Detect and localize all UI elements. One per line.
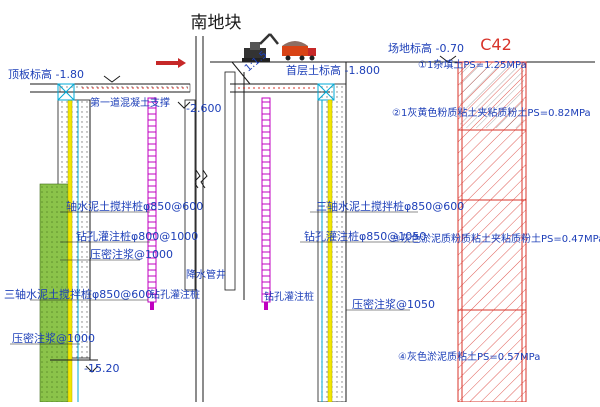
left-waler-box	[57, 83, 75, 101]
label-first-support: 第一道混凝土支撑	[90, 96, 170, 109]
label-left-grouting-2: 压密注浆@1000	[12, 331, 95, 345]
excavator-icon	[242, 33, 279, 62]
soil-layer-label: ④灰色淤泥质粘土PS=0.57MPa	[398, 350, 540, 363]
label-precip-well: 降水管井	[186, 268, 226, 281]
arrow-head	[178, 58, 186, 68]
soil-layer-label: ②1灰黄色粉质粘土夹粘质粉土PS=0.82MPa	[392, 106, 591, 119]
soil-layer-label: ①1杂填土PS=1.25MPa	[418, 58, 527, 71]
label-right-grouting: 压密注浆@1050	[352, 297, 435, 311]
label-left-bored-pile: 钻孔灌注桩φ800@1000	[76, 229, 198, 243]
label-depth-2600: -2.600	[186, 102, 221, 115]
label-top-slab-level: 顶板标高 -1.80	[8, 67, 84, 81]
label-depth-15200: -15.20	[84, 362, 119, 375]
label-floor-level: 首层土标高 -1.800	[286, 63, 380, 77]
truck-icon	[282, 41, 316, 61]
precip-well-left	[184, 99, 196, 291]
slope-line	[231, 61, 251, 85]
label-center-bored-pile-a: 钻孔灌注桩	[150, 288, 200, 301]
label-right-mixing-pile: 三轴水泥土搅拌桩φ850@600	[316, 199, 464, 213]
label-right-bored-pile: 钻孔灌注桩φ850@1050	[304, 229, 426, 243]
label-left-mixing-pile-2: 三轴水泥土搅拌桩φ850@600	[4, 287, 152, 301]
label-center-bored-pile-b: 钻孔灌注桩	[264, 290, 314, 303]
soil-layer-label: ③灰色淤泥质粉质粘土夹粘质粉土PS=0.47MPa	[392, 232, 600, 245]
right-yellow-strip	[327, 99, 333, 403]
drawing-title: 南地块	[191, 13, 242, 33]
left-rebar-ticks	[148, 101, 156, 295]
right-waler-box	[317, 83, 335, 101]
center-rebar-cage	[261, 97, 271, 303]
label-left-grouting-1: 压密注浆@1000	[90, 247, 173, 261]
label-ground-level: 场地标高 -0.70	[388, 41, 464, 55]
center-rebar-ticks	[262, 101, 270, 295]
top-slab	[59, 83, 191, 93]
left-yellow-strip	[67, 99, 73, 403]
precip-well-right	[224, 71, 236, 291]
label-left-mixing-pile-1: 轴水泥土搅拌桩φ850@600	[66, 199, 203, 213]
label-section-id: C42	[480, 35, 512, 54]
